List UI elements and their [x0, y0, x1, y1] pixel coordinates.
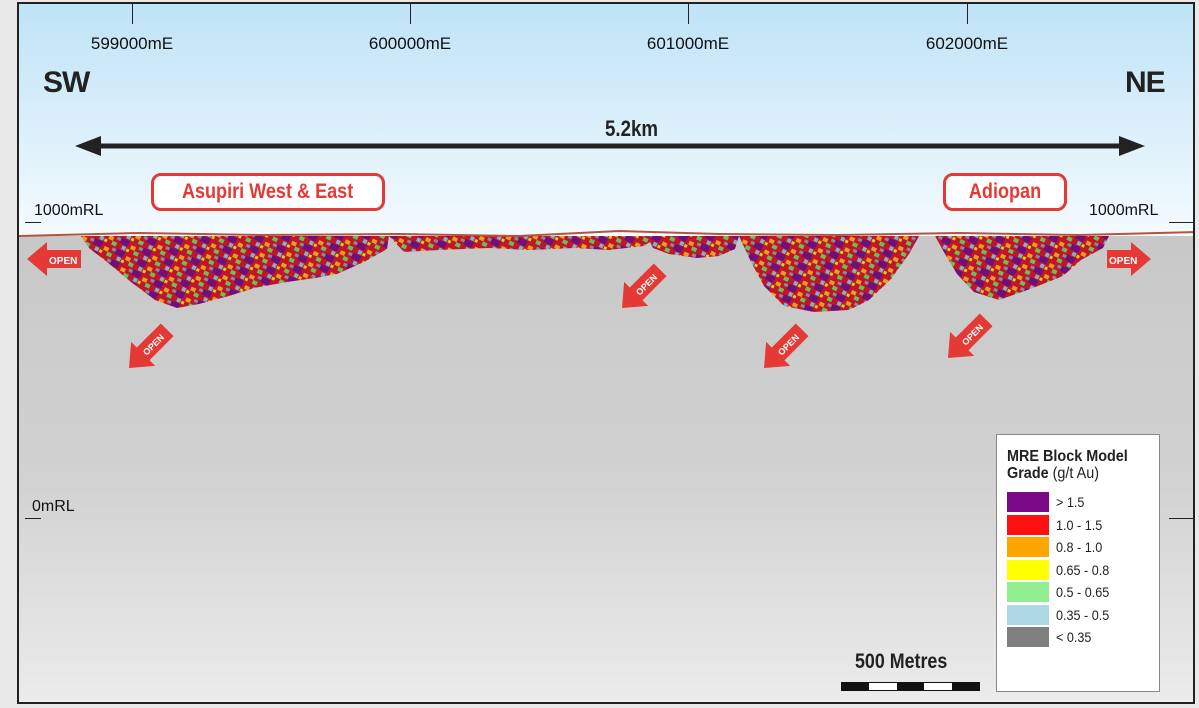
legend-swatch: [1007, 604, 1049, 625]
open-arrow-down: OPEN: [764, 323, 809, 368]
legend-item: 0.65 - 0.8: [1007, 559, 1149, 582]
open-arrow-down: OPEN: [622, 263, 667, 308]
open-arrow-east: OPEN: [1107, 242, 1151, 276]
distance-label: 5.2km: [605, 116, 659, 141]
legend-swatch: [1007, 492, 1049, 513]
legend-subtitle: Grade (g/t Au): [1007, 465, 1135, 483]
callout-asupiri-label: Asupiri West & East: [182, 180, 354, 203]
easting-label: 601000mE: [646, 34, 730, 53]
legend-swatch: [1007, 627, 1049, 648]
topography-line: [19, 229, 1193, 238]
legend-swatch: [1007, 559, 1049, 580]
legend-label: > 1.5: [1056, 494, 1085, 511]
legend-label: 0.5 - 0.65: [1056, 584, 1110, 601]
legend-swatch: [1007, 514, 1049, 535]
easting-label: 602000mE: [925, 34, 1009, 53]
legend-item: > 1.5: [1007, 491, 1149, 514]
scale-bar: [841, 682, 980, 691]
elevation-label-1000-right: 1000mRL: [1089, 202, 1159, 219]
section-graphics: OPEN OPEN OPEN OPEN OPEN OPEN: [19, 136, 1193, 368]
scale-label: 500 Metres: [855, 650, 948, 673]
legend-swatch: [1007, 537, 1049, 558]
ore-body-asupiri: [81, 236, 659, 308]
ore-body-central: [647, 236, 919, 312]
ore-body-adiopan: [935, 236, 1109, 300]
elevation-label-0: 0mRL: [32, 498, 75, 515]
legend-subtitle-unit: (g/t Au): [1048, 465, 1100, 482]
direction-ne: NE: [1125, 66, 1166, 99]
open-arrow-down: OPEN: [948, 313, 993, 358]
elevation-tick: [1169, 518, 1193, 519]
legend-label: 1.0 - 1.5: [1056, 516, 1103, 533]
callout-asupiri: Asupiri West & East: [151, 173, 385, 211]
elevation-label-1000-left: 1000mRL: [34, 202, 104, 219]
legend-item: 0.8 - 1.0: [1007, 536, 1149, 559]
legend-subtitle-bold: Grade: [1007, 465, 1049, 482]
elevation-tick: [1169, 222, 1193, 223]
elevation-tick: [25, 518, 41, 519]
legend-label: 0.8 - 1.0: [1056, 539, 1103, 556]
legend-swatch: [1007, 582, 1049, 603]
legend-item: 0.35 - 0.5: [1007, 604, 1149, 627]
open-arrow-west: OPEN: [27, 242, 81, 276]
elevation-tick: [25, 222, 41, 223]
easting-label: 600000mE: [368, 34, 452, 53]
distance-arrow: [75, 136, 1145, 156]
legend-rows: > 1.5 1.0 - 1.5 0.8 - 1.0 0.65 - 0.8 0.5 - 0…: [1007, 491, 1149, 649]
section-frame: 599000mE 600000mE 601000mE 602000mE SW N…: [17, 2, 1195, 704]
direction-sw: SW: [43, 66, 90, 99]
legend-title: MRE Block Model: [1007, 448, 1128, 465]
legend-item: < 0.35: [1007, 626, 1149, 649]
easting-tick: [132, 4, 133, 24]
open-arrow-label: OPEN: [1109, 256, 1137, 267]
legend-label: < 0.35: [1056, 629, 1092, 646]
legend-label: 0.35 - 0.5: [1056, 606, 1110, 623]
callout-adiopan-label: Adiopan: [968, 180, 1042, 203]
open-arrow-down: OPEN: [129, 323, 174, 368]
easting-label: 599000mE: [90, 34, 174, 53]
callout-adiopan: Adiopan: [943, 173, 1067, 211]
legend-label: 0.65 - 0.8: [1056, 561, 1110, 578]
easting-tick: [688, 4, 689, 24]
grade-legend: MRE Block Model Grade (g/t Au) > 1.5 1.0 …: [996, 434, 1160, 692]
easting-tick: [410, 4, 411, 24]
legend-item: 0.5 - 0.65: [1007, 581, 1149, 604]
easting-tick: [967, 4, 968, 24]
legend-item: 1.0 - 1.5: [1007, 514, 1149, 537]
open-arrow-label: OPEN: [49, 256, 77, 267]
